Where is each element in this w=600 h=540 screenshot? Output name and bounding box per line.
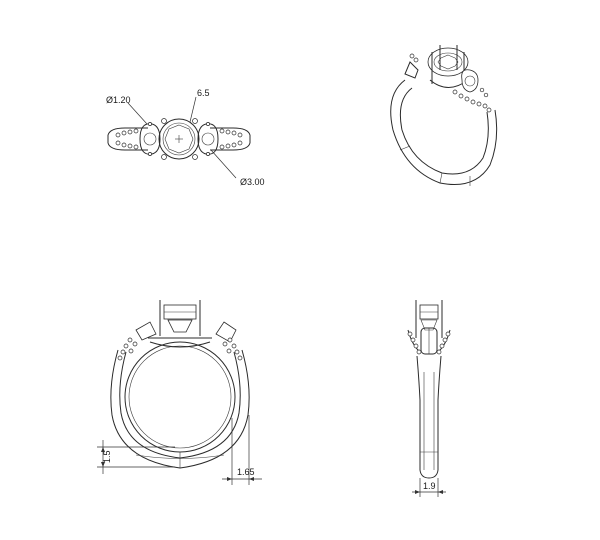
side-view: 1.9 — [407, 300, 451, 497]
label-shank-thickness: 1.9 — [423, 481, 436, 491]
leader-side-stone — [127, 102, 148, 125]
label-band-height: 1.5 — [102, 450, 112, 463]
leader-center — [189, 96, 197, 123]
front-view: 1.5 1.65 — [97, 300, 262, 485]
front-view-beads — [117, 337, 243, 361]
label-side-stone-diameter: Ø1.20 — [106, 95, 131, 105]
label-accent-diameter: Ø3.00 — [240, 177, 265, 187]
top-view-beads — [115, 122, 243, 156]
leader-accent — [210, 149, 237, 179]
perspective-beads — [409, 53, 492, 113]
side-view-beads — [407, 331, 451, 355]
label-center-stone-size: 6.5 — [197, 88, 210, 98]
perspective-view — [390, 45, 498, 186]
label-shank-width: 1.65 — [237, 467, 255, 477]
top-view: Ø1.20 6.5 Ø3.00 — [106, 88, 265, 187]
